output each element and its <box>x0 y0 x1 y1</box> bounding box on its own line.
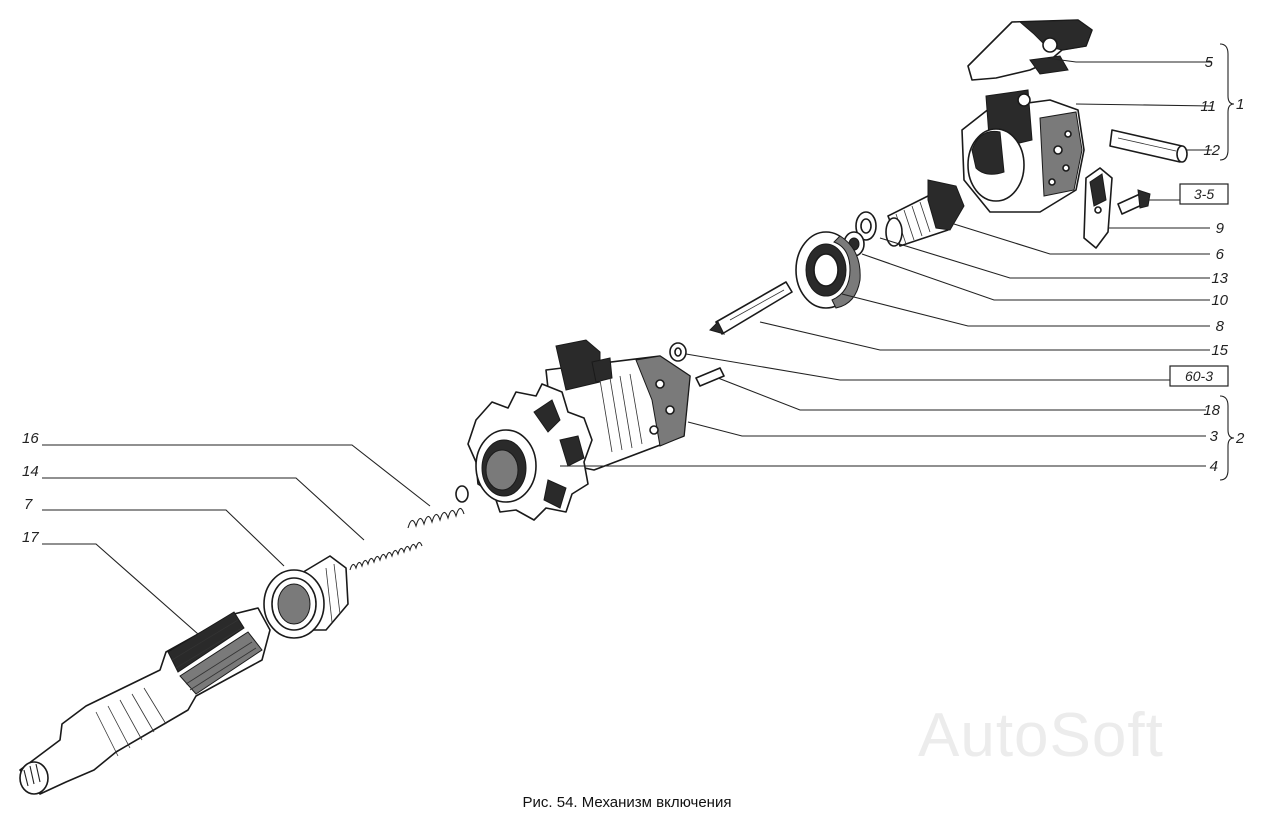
bolt-3-5 <box>1117 189 1151 215</box>
callout-10: 10 <box>1211 292 1228 309</box>
callout-7: 7 <box>24 496 33 513</box>
group-brace-2 <box>1219 395 1235 481</box>
group-label-1: 1 <box>1236 96 1244 113</box>
callout-6: 6 <box>1216 246 1225 263</box>
part-4-gear-sleeve <box>467 339 691 521</box>
reference-label-3-5: 3-5 <box>1194 186 1214 202</box>
callout-12: 12 <box>1203 142 1220 159</box>
callout-16: 16 <box>22 430 39 447</box>
part-14-spring <box>349 541 423 571</box>
group-label-2: 2 <box>1235 430 1245 447</box>
part-15-long-pin <box>709 281 793 335</box>
part-12-pin <box>1109 129 1188 163</box>
part-8-clutch-disc <box>795 231 861 309</box>
callout-14: 14 <box>22 463 39 480</box>
part-7-bushing <box>263 555 349 639</box>
part-11-fork-housing <box>961 89 1085 213</box>
callout-5: 5 <box>1205 54 1214 71</box>
part-18-ring <box>669 342 687 362</box>
watermark: AutoSoft <box>918 701 1164 770</box>
leader-lines <box>42 57 1213 635</box>
reference-label-60-3: 60-3 <box>1185 368 1213 384</box>
callout-4: 4 <box>1210 458 1218 475</box>
part-5-lever <box>967 19 1093 81</box>
group-brace-1 <box>1219 43 1235 161</box>
callout-9: 9 <box>1216 220 1225 237</box>
part-6-threaded-bushing <box>885 179 965 247</box>
reference-box-60-3: 60-3 <box>1169 365 1229 387</box>
figure-caption: Рис. 54. Механизм включения <box>0 794 1266 811</box>
callout-8: 8 <box>1216 318 1225 335</box>
callout-13: 13 <box>1211 270 1228 287</box>
part-3-small-pin <box>695 367 725 387</box>
callout-15: 15 <box>1211 342 1228 359</box>
figure-caption-text: Рис. 54. Механизм включения <box>522 794 732 811</box>
callout-3: 3 <box>1210 428 1219 445</box>
part-13-washer <box>855 211 877 241</box>
callout-11: 11 <box>1200 98 1216 115</box>
part-9-lock-plate <box>1083 167 1113 249</box>
callout-18: 18 <box>1203 402 1220 419</box>
reference-box-3-5: 3-5 <box>1148 183 1229 205</box>
part-16-spring <box>407 485 469 529</box>
part-17-splined-shaft <box>19 607 271 795</box>
callout-17: 17 <box>22 529 39 546</box>
